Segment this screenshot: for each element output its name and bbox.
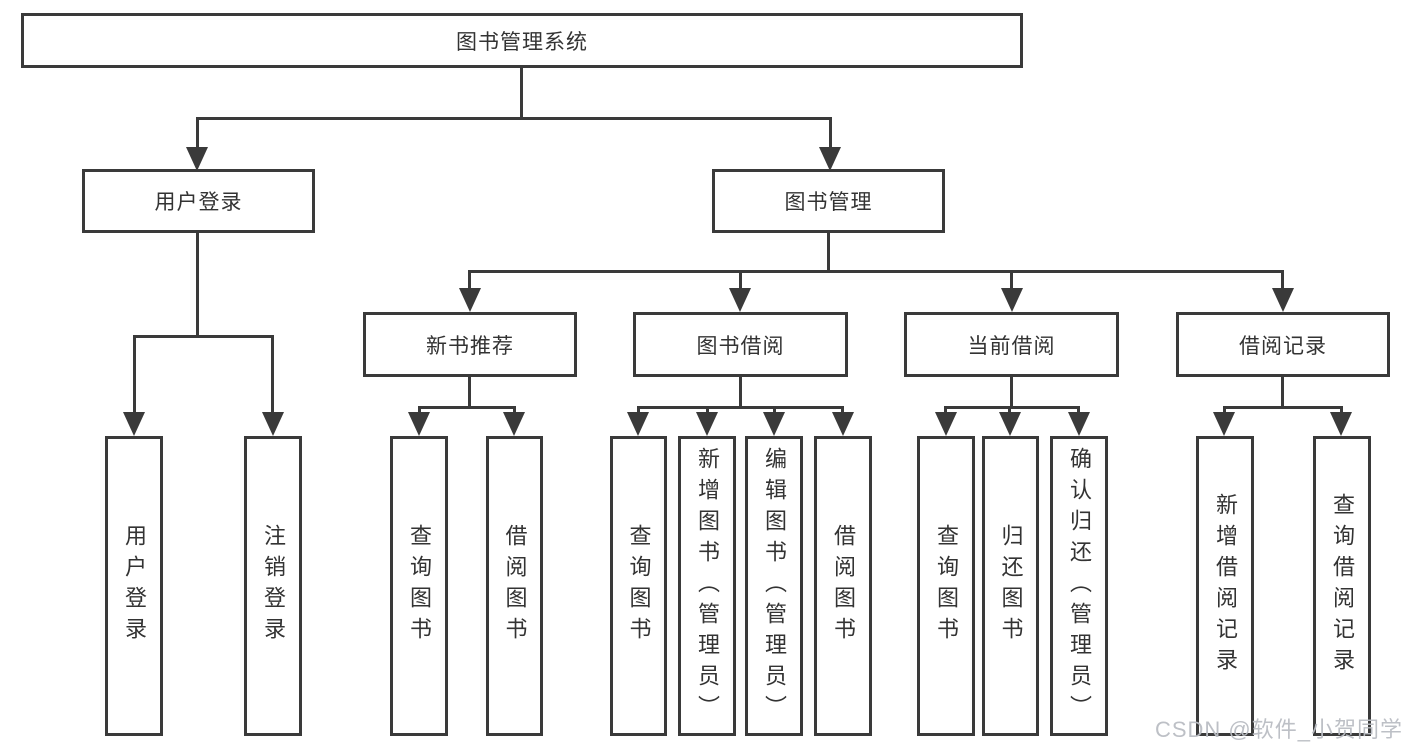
connector-drop-current-borrow — [1010, 270, 1013, 291]
connector-current-borrow-hline — [944, 406, 1080, 409]
connector-drop-book-management — [829, 117, 832, 150]
leaf-query-borrow-record-label: 查询借阅记录 — [1330, 493, 1355, 679]
leaf-user-login-label: 用户登录 — [122, 524, 147, 648]
leaf-add-borrow-record: 新增借阅记录 — [1196, 436, 1254, 736]
arrow-book-management — [819, 147, 841, 171]
connector-root-stem — [520, 68, 523, 120]
leaf-query-books-current: 查询图书 — [917, 436, 975, 736]
arrow-c3 — [763, 412, 785, 436]
leaf-logout-label: 注销登录 — [261, 524, 286, 648]
connector-drop-e2 — [1340, 406, 1343, 415]
arrow-current-borrow — [1001, 288, 1023, 312]
leaf-return-books-label: 归还图书 — [998, 524, 1024, 648]
connector-drop-new-book — [468, 270, 471, 291]
connector-level1-hline — [196, 117, 832, 120]
arrow-c2 — [696, 412, 718, 436]
node-user-login: 用户登录 — [82, 169, 315, 233]
leaf-query-books-recommend: 查询图书 — [390, 436, 448, 736]
connector-book-borrow-hline — [637, 406, 844, 409]
arrow-d3 — [1068, 412, 1090, 436]
connector-drop-c2 — [706, 406, 709, 415]
leaf-query-books-recommend-label: 查询图书 — [407, 524, 432, 648]
leaf-add-borrow-record-label: 新增借阅记录 — [1213, 493, 1238, 679]
leaf-add-books-admin-label: 新增图书（管理员） — [695, 446, 720, 726]
arrow-b2 — [503, 412, 525, 436]
connector-drop-b1 — [418, 406, 421, 415]
connector-drop-d3 — [1077, 406, 1080, 415]
connector-drop-d2 — [1008, 406, 1011, 415]
leaf-query-borrow-record: 查询借阅记录 — [1313, 436, 1371, 736]
connector-level2-hline — [468, 270, 1284, 273]
arrow-c4 — [832, 412, 854, 436]
leaf-query-books-borrowing: 查询图书 — [610, 436, 667, 736]
connector-user-login-stem — [196, 233, 199, 338]
leaf-borrow-books-recommend-label: 借阅图书 — [502, 524, 528, 648]
connector-book-management-stem — [827, 233, 830, 273]
node-borrowing-records: 借阅记录 — [1176, 312, 1390, 377]
connector-borrow-records-hline — [1223, 406, 1343, 409]
leaf-confirm-return-admin: 确认归还（管理员） — [1050, 436, 1108, 736]
arrow-e2 — [1330, 412, 1352, 436]
connector-drop-d1 — [944, 406, 947, 415]
arrow-borrow-records — [1272, 288, 1294, 312]
leaf-borrow-books-borrowing-label: 借阅图书 — [831, 524, 856, 648]
leaf-confirm-return-admin-label: 确认归还（管理员） — [1067, 446, 1092, 726]
leaf-borrow-books-borrowing: 借阅图书 — [814, 436, 872, 736]
leaf-logout: 注销登录 — [244, 436, 302, 736]
connector-new-book-stem — [468, 377, 471, 409]
leaf-user-login: 用户登录 — [105, 436, 163, 736]
arrow-leaf-logout — [262, 412, 284, 436]
arrow-leaf-login — [123, 412, 145, 436]
connector-book-borrow-stem — [739, 377, 742, 409]
arrow-user-login — [186, 147, 208, 171]
csdn-watermark: CSDN @软件_小贺同学 — [1154, 717, 1403, 742]
connector-drop-c1 — [637, 406, 640, 415]
connector-borrow-records-stem — [1281, 377, 1284, 409]
connector-drop-book-borrow — [739, 270, 742, 291]
arrow-e1 — [1213, 412, 1235, 436]
node-current-borrowing: 当前借阅 — [904, 312, 1119, 377]
connector-drop-user-login — [196, 117, 199, 150]
leaf-add-books-admin: 新增图书（管理员） — [678, 436, 736, 736]
node-root: 图书管理系统 — [21, 13, 1023, 68]
arrow-book-borrow — [729, 288, 751, 312]
arrow-new-book — [459, 288, 481, 312]
arrow-c1 — [627, 412, 649, 436]
connector-drop-leaf-login — [133, 335, 136, 415]
connector-drop-c4 — [841, 406, 844, 415]
connector-drop-b2 — [513, 406, 516, 415]
connector-drop-c3 — [773, 406, 776, 415]
arrow-b1 — [408, 412, 430, 436]
arrow-d1 — [935, 412, 957, 436]
connector-new-book-hline — [418, 406, 516, 409]
node-book-borrowing: 图书借阅 — [633, 312, 848, 377]
connector-drop-leaf-logout — [271, 335, 274, 415]
connector-current-borrow-stem — [1010, 377, 1013, 409]
leaf-edit-books-admin: 编辑图书（管理员） — [745, 436, 803, 736]
node-book-management: 图书管理 — [712, 169, 945, 233]
connector-drop-borrow-records — [1281, 270, 1284, 291]
connector-drop-e1 — [1223, 406, 1226, 415]
leaf-return-books: 归还图书 — [982, 436, 1039, 736]
leaf-query-books-current-label: 查询图书 — [934, 524, 959, 648]
arrow-d2 — [999, 412, 1021, 436]
connector-user-login-hline — [133, 335, 274, 338]
leaf-borrow-books-recommend: 借阅图书 — [486, 436, 543, 736]
leaf-edit-books-admin-label: 编辑图书（管理员） — [762, 446, 787, 726]
node-new-book-recommend: 新书推荐 — [363, 312, 577, 377]
leaf-query-books-borrowing-label: 查询图书 — [626, 524, 652, 648]
